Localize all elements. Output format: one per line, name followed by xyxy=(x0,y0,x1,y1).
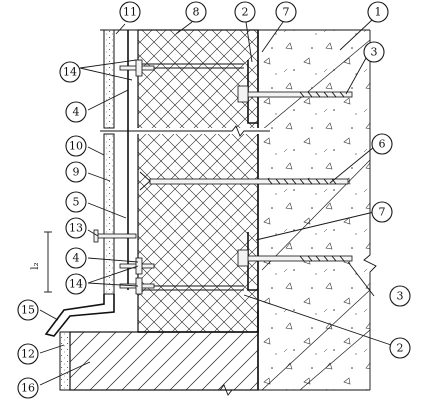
concrete-wall xyxy=(258,30,370,390)
wall-break-right xyxy=(363,30,377,390)
callout-13-label: 13 xyxy=(69,222,83,235)
callout-4-bottom-label: 4 xyxy=(73,252,80,265)
callout-4-top-label: 4 xyxy=(73,106,80,119)
callout-11-label: 11 xyxy=(123,6,137,19)
callout-3-top-label: 3 xyxy=(371,46,378,59)
callout-2-top: 2 xyxy=(234,1,256,23)
callout-12: 12 xyxy=(17,343,39,365)
callout-2-bottom-label: 2 xyxy=(397,342,404,355)
callout-1: 1 xyxy=(367,1,389,23)
rail-bottom xyxy=(140,285,244,291)
fastener-top xyxy=(119,59,155,77)
callout-8: 8 xyxy=(185,1,207,23)
callout-4-top: 4 xyxy=(65,101,87,123)
callout-15: 15 xyxy=(17,299,39,321)
anchor-bolt-middle xyxy=(139,171,349,191)
dimension-l2: l₂ xyxy=(30,231,52,293)
callout-5: 5 xyxy=(65,191,87,213)
callout-9: 9 xyxy=(65,161,87,183)
callout-7-top: 7 xyxy=(275,1,297,23)
callout-7-bottom-label: 7 xyxy=(379,206,386,219)
dimension-label: l₂ xyxy=(30,262,41,269)
callout-8-label: 8 xyxy=(193,6,200,19)
anchor-bolt-bottom xyxy=(237,249,353,267)
callout-4-bottom: 4 xyxy=(65,247,87,269)
callout-11: 11 xyxy=(119,1,141,23)
callout-13: 13 xyxy=(65,217,87,239)
leader-lines xyxy=(39,19,395,386)
callout-5-label: 5 xyxy=(73,196,80,209)
callout-10-label: 10 xyxy=(69,140,83,153)
plaster-layer-top xyxy=(103,29,115,129)
anchor-bolt-top xyxy=(237,85,353,103)
drip-flashing xyxy=(44,294,115,337)
callout-12-label: 12 xyxy=(21,348,35,361)
callout-9-label: 9 xyxy=(73,166,80,179)
callout-3-bottom: 3 xyxy=(389,285,411,307)
l-bracket-top xyxy=(247,60,258,124)
callout-14-bottom-label: 14 xyxy=(69,278,83,291)
callout-16: 16 xyxy=(17,377,39,399)
support-angle xyxy=(138,310,259,333)
concrete-wall-diagonals xyxy=(261,39,371,391)
callout-2-bottom: 2 xyxy=(389,337,411,359)
callout-7-top-label: 7 xyxy=(283,6,290,19)
callout-16-label: 16 xyxy=(21,382,35,395)
callout-7-bottom: 7 xyxy=(371,201,393,223)
break-line-bottom xyxy=(60,384,370,396)
callout-3-top: 3 xyxy=(363,41,385,63)
callout-14-bottom: 14 xyxy=(65,273,87,295)
callout-15-label: 15 xyxy=(21,304,35,317)
screw-13 xyxy=(93,229,137,243)
plinth-finish xyxy=(59,331,71,391)
callout-1-label: 1 xyxy=(375,6,382,19)
callout-6-label: 6 xyxy=(379,138,386,151)
plaster-layer-bottom xyxy=(103,133,115,295)
callout-2-top-label: 2 xyxy=(242,6,249,19)
callout-14-top-label: 14 xyxy=(63,66,77,79)
break-line-mid xyxy=(100,125,270,137)
callout-6: 6 xyxy=(371,133,393,155)
callout-10: 10 xyxy=(65,135,87,157)
plinth-block xyxy=(69,331,259,391)
callout-3-bottom-label: 3 xyxy=(397,290,404,303)
callout-14-top: 14 xyxy=(59,61,81,83)
rail-top xyxy=(140,63,244,69)
